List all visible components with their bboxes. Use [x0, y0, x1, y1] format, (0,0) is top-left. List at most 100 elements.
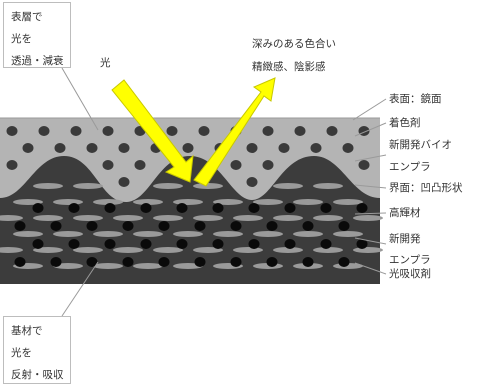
absorber-dot	[266, 257, 278, 267]
label-colorant: 着色剤	[389, 117, 421, 129]
absorber-dot	[320, 239, 332, 249]
colorant-dot	[358, 160, 370, 170]
gloss-flake	[193, 215, 223, 221]
gloss-flake	[253, 231, 283, 237]
gloss-flake	[313, 247, 343, 253]
gloss-flake	[153, 183, 183, 189]
incoming-light-arrow	[111, 79, 194, 183]
top-box-line-1: 表層で	[11, 11, 43, 23]
base-layer-box: 基材で 光を 反射・吸収	[3, 316, 71, 384]
absorber-dot	[14, 221, 26, 231]
gloss-flake	[0, 215, 23, 221]
gloss-flake	[273, 215, 303, 221]
colorant-dot	[102, 160, 114, 170]
gloss-flake	[33, 215, 63, 221]
gloss-flake	[253, 199, 283, 205]
gloss-flake	[133, 231, 163, 237]
gloss-flake	[113, 215, 143, 221]
colorant-dot	[118, 143, 130, 153]
label-interface: 界面：凹凸形状	[389, 182, 463, 194]
absorber-dot	[158, 221, 170, 231]
leader-lines	[61, 67, 387, 317]
top-box-line-3: 透過・減衰	[11, 55, 64, 67]
gloss-flake	[73, 247, 103, 253]
gloss-flake	[133, 199, 163, 205]
gloss-flake	[233, 247, 263, 253]
gloss-flake	[193, 183, 223, 189]
gloss-flake	[353, 215, 383, 221]
absorber-dots	[14, 203, 368, 267]
absorber-dot	[104, 203, 116, 213]
colorant-dot	[118, 177, 130, 187]
absorber-dot	[86, 221, 98, 231]
colorant-dot	[166, 126, 178, 136]
top-box-line-2: 光を	[11, 33, 32, 45]
colorant-dot	[182, 143, 194, 153]
absorber-dot	[86, 257, 98, 267]
colorant-dot	[198, 126, 210, 136]
colorant-dot	[262, 160, 274, 170]
absorber-dot	[68, 239, 80, 249]
reflection-line-2: 精緻感、陰影感	[252, 61, 326, 73]
absorber-dot	[122, 257, 134, 267]
gloss-flake	[153, 215, 183, 221]
high-gloss-flakes	[0, 183, 383, 269]
gloss-flake	[333, 199, 363, 205]
label-new-plastic-1: 新開発	[389, 233, 421, 245]
colorant-dot	[230, 160, 242, 170]
bottom-box-line-3: 反射・吸収	[11, 369, 64, 381]
gloss-flake	[113, 247, 143, 253]
gloss-flake	[273, 183, 303, 189]
light-label: 光	[100, 57, 111, 69]
gloss-flake	[173, 231, 203, 237]
colorant-dot	[86, 143, 98, 153]
colorant-dot	[246, 177, 258, 187]
absorber-dot	[50, 221, 62, 231]
gloss-flake	[53, 231, 83, 237]
gloss-flake	[93, 263, 123, 269]
absorber-dot	[176, 203, 188, 213]
gloss-flake	[313, 183, 343, 189]
absorber-dot	[338, 257, 350, 267]
colorant-dot	[38, 126, 50, 136]
absorber-dot	[302, 257, 314, 267]
colorant-dot	[6, 160, 18, 170]
colorant-dot	[342, 143, 354, 153]
colorant-dot	[262, 126, 274, 136]
gloss-flake	[13, 231, 43, 237]
absorber-dot	[140, 203, 152, 213]
colorant-dot	[6, 126, 18, 136]
colorant-dot	[22, 143, 34, 153]
absorber-dot	[50, 257, 62, 267]
gloss-flake	[93, 199, 123, 205]
absorber-dot	[194, 257, 206, 267]
top-layer-box: 表層で 光を 透過・減衰	[3, 2, 71, 68]
gloss-flake	[293, 231, 323, 237]
gloss-flake	[73, 183, 103, 189]
colorant-dot	[102, 126, 114, 136]
gloss-flake	[293, 199, 323, 205]
absorber-dot	[104, 239, 116, 249]
absorber-dot	[320, 203, 332, 213]
colorant-dot	[70, 126, 82, 136]
absorber-dot	[302, 221, 314, 231]
absorber-dot	[266, 221, 278, 231]
label-bio-plastic-2: エンプラ	[389, 161, 431, 173]
colorant-dot	[246, 143, 258, 153]
gloss-flake	[213, 231, 243, 237]
gloss-flake	[193, 247, 223, 253]
reflection-line-1: 深みのある色合い	[252, 38, 336, 50]
absorber-dot	[122, 221, 134, 231]
absorber-dot	[356, 239, 368, 249]
label-high-gloss: 高輝材	[389, 207, 421, 219]
label-bio-plastic-1: 新開発バイオ	[389, 139, 452, 151]
gloss-flake	[353, 247, 383, 253]
absorber-dot	[230, 221, 242, 231]
colorant-dot	[326, 126, 338, 136]
colorant-dot	[278, 143, 290, 153]
absorber-dot	[176, 239, 188, 249]
bottom-box-line-2: 光を	[11, 347, 32, 359]
absorber-dot	[194, 221, 206, 231]
